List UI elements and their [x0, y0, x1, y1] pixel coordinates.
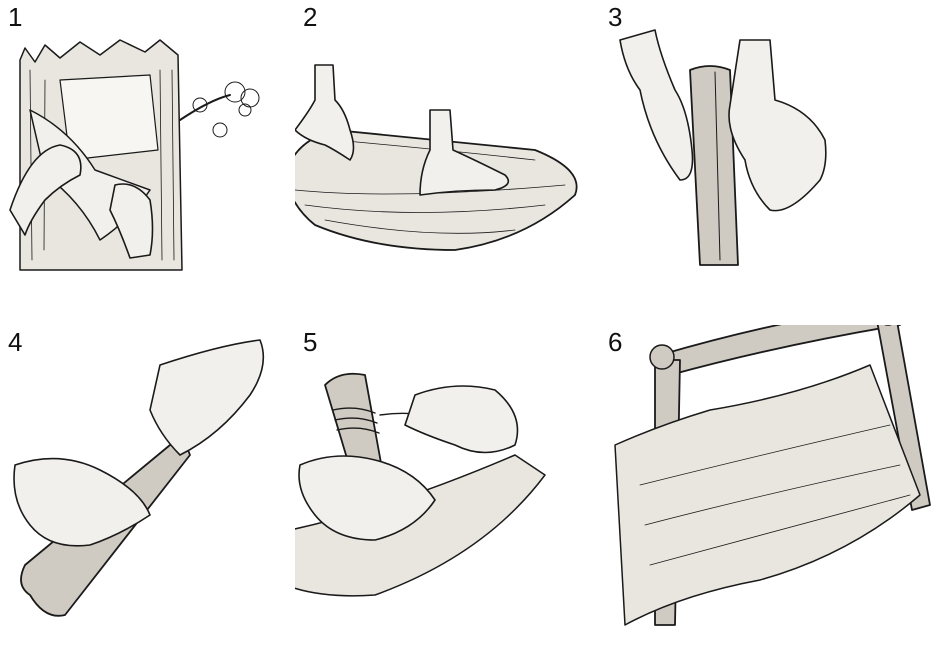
step-panel-4: 4: [0, 325, 310, 645]
step-panel-6: 6: [600, 325, 950, 645]
peel-bark-icon: [0, 0, 310, 320]
step-panel-1: 1: [0, 0, 310, 320]
fold-bark-icon: [295, 0, 605, 320]
step-panel-2: 2: [295, 0, 605, 320]
bind-cord-icon: [295, 325, 605, 645]
finished-frame-icon: [600, 325, 950, 645]
step-panel-5: 5: [295, 325, 605, 645]
split-stick-icon: [600, 0, 910, 320]
insert-bark-icon: [0, 325, 310, 645]
step-panel-3: 3: [600, 0, 910, 320]
